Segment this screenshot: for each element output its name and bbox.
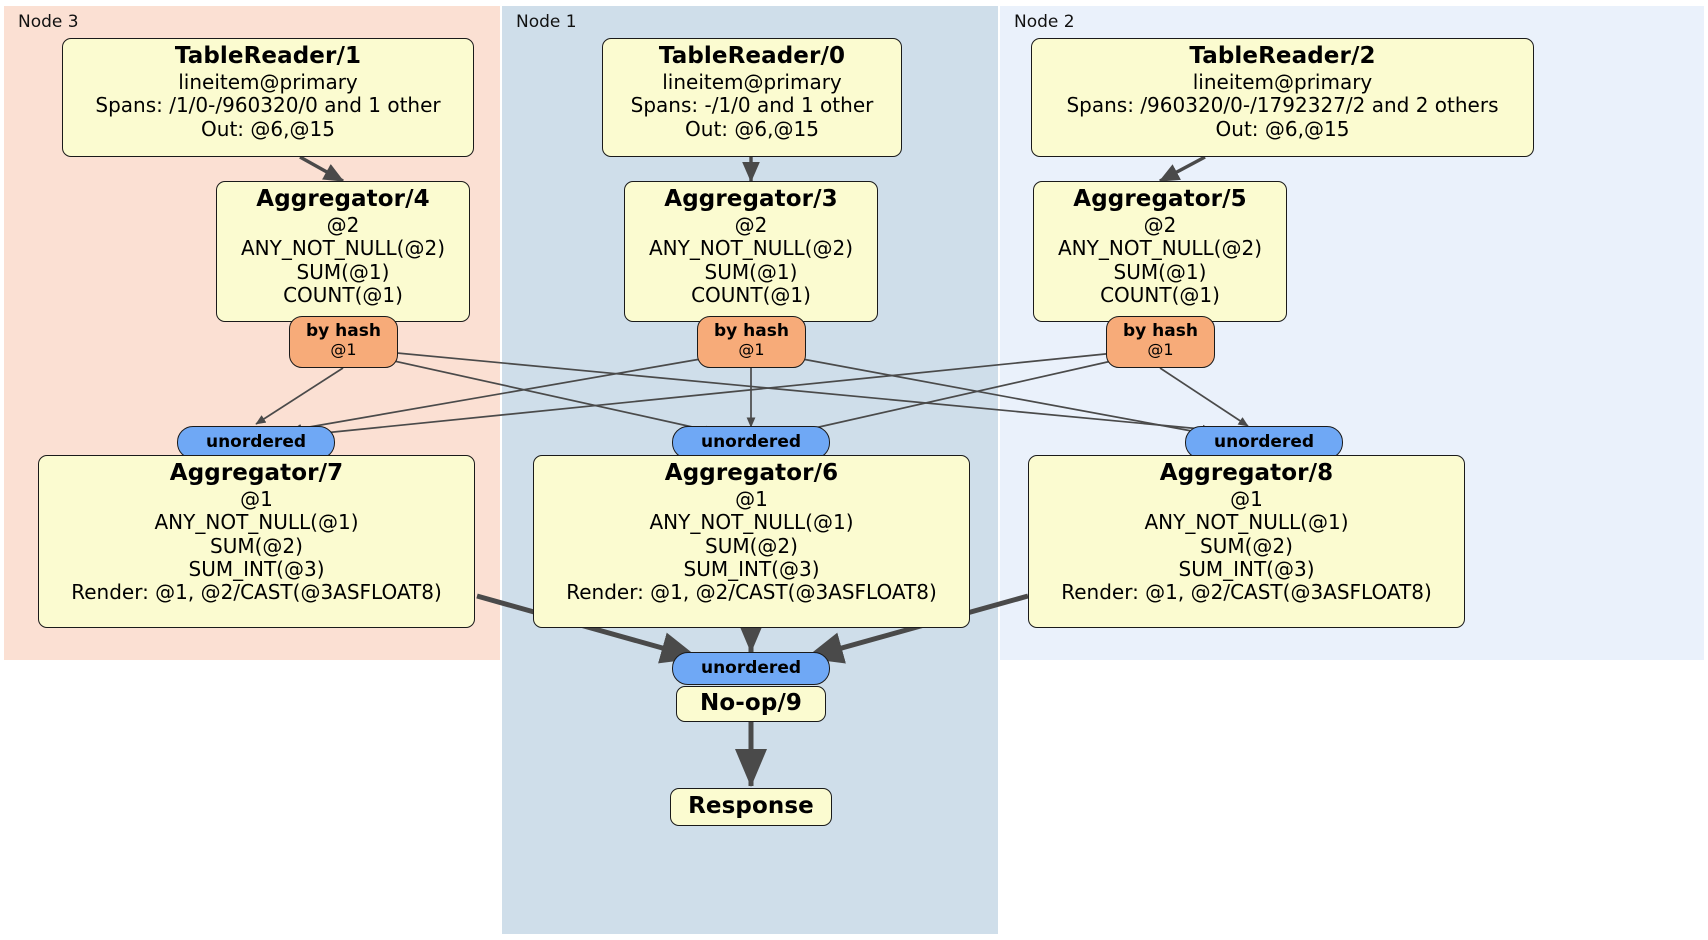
processor-detail-line: ANY_NOT_NULL(@1) xyxy=(154,510,359,535)
processor-detail-line: @2 xyxy=(326,212,360,237)
processor-detail-line: SUM(@1) xyxy=(296,259,390,284)
processor-detail-line: SUM(@2) xyxy=(705,533,798,558)
processor-detail-line: SUM(@2) xyxy=(210,533,303,558)
processor-title: Aggregator/5 xyxy=(1073,186,1247,212)
processor-aggregator-3[interactable]: Aggregator/3 @2 ANY_NOT_NULL(@2) SUM(@1)… xyxy=(624,181,878,322)
synchronizer-unordered-final[interactable]: unordered xyxy=(672,652,830,685)
processor-title: Aggregator/4 xyxy=(256,186,430,212)
synchronizer-label: unordered xyxy=(1213,432,1315,453)
router-label: by hash xyxy=(714,321,789,341)
processor-aggregator-5[interactable]: Aggregator/5 @2 ANY_NOT_NULL(@2) SUM(@1)… xyxy=(1033,181,1287,322)
processor-detail-line: ANY_NOT_NULL(@1) xyxy=(649,510,854,535)
processor-detail-line: @2 xyxy=(734,212,768,237)
node-label-node1: Node 1 xyxy=(516,12,577,32)
processor-detail-line: Render: @1, @2/CAST(@3ASFLOAT8) xyxy=(71,580,442,605)
processor-detail-line: ANY_NOT_NULL(@2) xyxy=(241,236,445,261)
processor-tablereader-2[interactable]: TableReader/2 lineitem@primary Spans: /9… xyxy=(1031,38,1534,157)
processor-detail-line: Out: @6,@15 xyxy=(1215,116,1350,141)
processor-tablereader-0[interactable]: TableReader/0 lineitem@primary Spans: -/… xyxy=(602,38,902,157)
synchronizer-unordered-center[interactable]: unordered xyxy=(672,426,830,459)
processor-detail-line: SUM(@2) xyxy=(1200,533,1293,558)
processor-detail-line: lineitem@primary xyxy=(178,69,358,94)
router-label: by hash xyxy=(1123,321,1198,341)
router-by-hash-left[interactable]: by hash @1 xyxy=(289,316,398,368)
router-by-hash-center[interactable]: by hash @1 xyxy=(697,316,806,368)
processor-title: Response xyxy=(688,793,814,819)
processor-detail-line: SUM_INT(@3) xyxy=(1178,557,1315,582)
router-columns: @1 xyxy=(330,339,357,359)
processor-detail-line: SUM_INT(@3) xyxy=(188,557,325,582)
processor-detail-line: @2 xyxy=(1143,212,1177,237)
synchronizer-label: unordered xyxy=(700,432,802,453)
processor-detail-line: lineitem@primary xyxy=(662,69,842,94)
processor-title: TableReader/0 xyxy=(658,43,846,69)
processor-aggregator-6[interactable]: Aggregator/6 @1 ANY_NOT_NULL(@1) SUM(@2)… xyxy=(533,455,970,628)
processor-detail-line: COUNT(@1) xyxy=(1100,283,1220,308)
processor-detail-line: ANY_NOT_NULL(@2) xyxy=(1058,236,1262,261)
processor-response[interactable]: Response xyxy=(670,788,832,826)
router-columns: @1 xyxy=(1147,339,1174,359)
synchronizer-label: unordered xyxy=(700,658,802,679)
processor-detail-line: Spans: -/1/0 and 1 other xyxy=(630,93,874,118)
processor-detail-line: COUNT(@1) xyxy=(691,283,811,308)
synchronizer-label: unordered xyxy=(205,432,307,453)
processor-detail-line: COUNT(@1) xyxy=(283,283,403,308)
processor-aggregator-4[interactable]: Aggregator/4 @2 ANY_NOT_NULL(@2) SUM(@1)… xyxy=(216,181,470,322)
processor-title: TableReader/2 xyxy=(1189,43,1376,69)
processor-title: Aggregator/3 xyxy=(664,186,838,212)
processor-tablereader-1[interactable]: TableReader/1 lineitem@primary Spans: /1… xyxy=(62,38,474,157)
router-label: by hash xyxy=(306,321,381,341)
processor-title: TableReader/1 xyxy=(174,43,362,69)
processor-title: Aggregator/8 xyxy=(1159,460,1334,486)
processor-title: No-op/9 xyxy=(700,690,802,716)
node-label-node3: Node 3 xyxy=(18,12,79,32)
processor-detail-line: @1 xyxy=(1230,486,1263,511)
processor-detail-line: SUM(@1) xyxy=(704,259,798,284)
processor-detail-line: @1 xyxy=(735,486,768,511)
processor-detail-line: ANY_NOT_NULL(@1) xyxy=(1144,510,1349,535)
processor-aggregator-8[interactable]: Aggregator/8 @1 ANY_NOT_NULL(@1) SUM(@2)… xyxy=(1028,455,1465,628)
processor-detail-line: @1 xyxy=(240,486,273,511)
processor-title: Aggregator/6 xyxy=(664,460,839,486)
processor-detail-line: SUM(@1) xyxy=(1113,259,1207,284)
router-by-hash-right[interactable]: by hash @1 xyxy=(1106,316,1215,368)
processor-noop-9[interactable]: No-op/9 xyxy=(676,686,826,722)
processor-detail-line: Spans: /1/0-/960320/0 and 1 other xyxy=(95,93,441,118)
processor-detail-line: Spans: /960320/0-/1792327/2 and 2 others xyxy=(1066,93,1499,118)
node-label-node2: Node 2 xyxy=(1014,12,1075,32)
processor-detail-line: ANY_NOT_NULL(@2) xyxy=(649,236,853,261)
processor-aggregator-7[interactable]: Aggregator/7 @1 ANY_NOT_NULL(@1) SUM(@2)… xyxy=(38,455,475,628)
processor-detail-line: Out: @6,@15 xyxy=(201,116,335,141)
processor-detail-line: Out: @6,@15 xyxy=(685,116,819,141)
router-columns: @1 xyxy=(738,339,765,359)
processor-title: Aggregator/7 xyxy=(169,460,344,486)
processor-detail-line: SUM_INT(@3) xyxy=(683,557,820,582)
processor-detail-line: Render: @1, @2/CAST(@3ASFLOAT8) xyxy=(566,580,937,605)
processor-detail-line: Render: @1, @2/CAST(@3ASFLOAT8) xyxy=(1061,580,1432,605)
processor-detail-line: lineitem@primary xyxy=(1192,69,1373,94)
